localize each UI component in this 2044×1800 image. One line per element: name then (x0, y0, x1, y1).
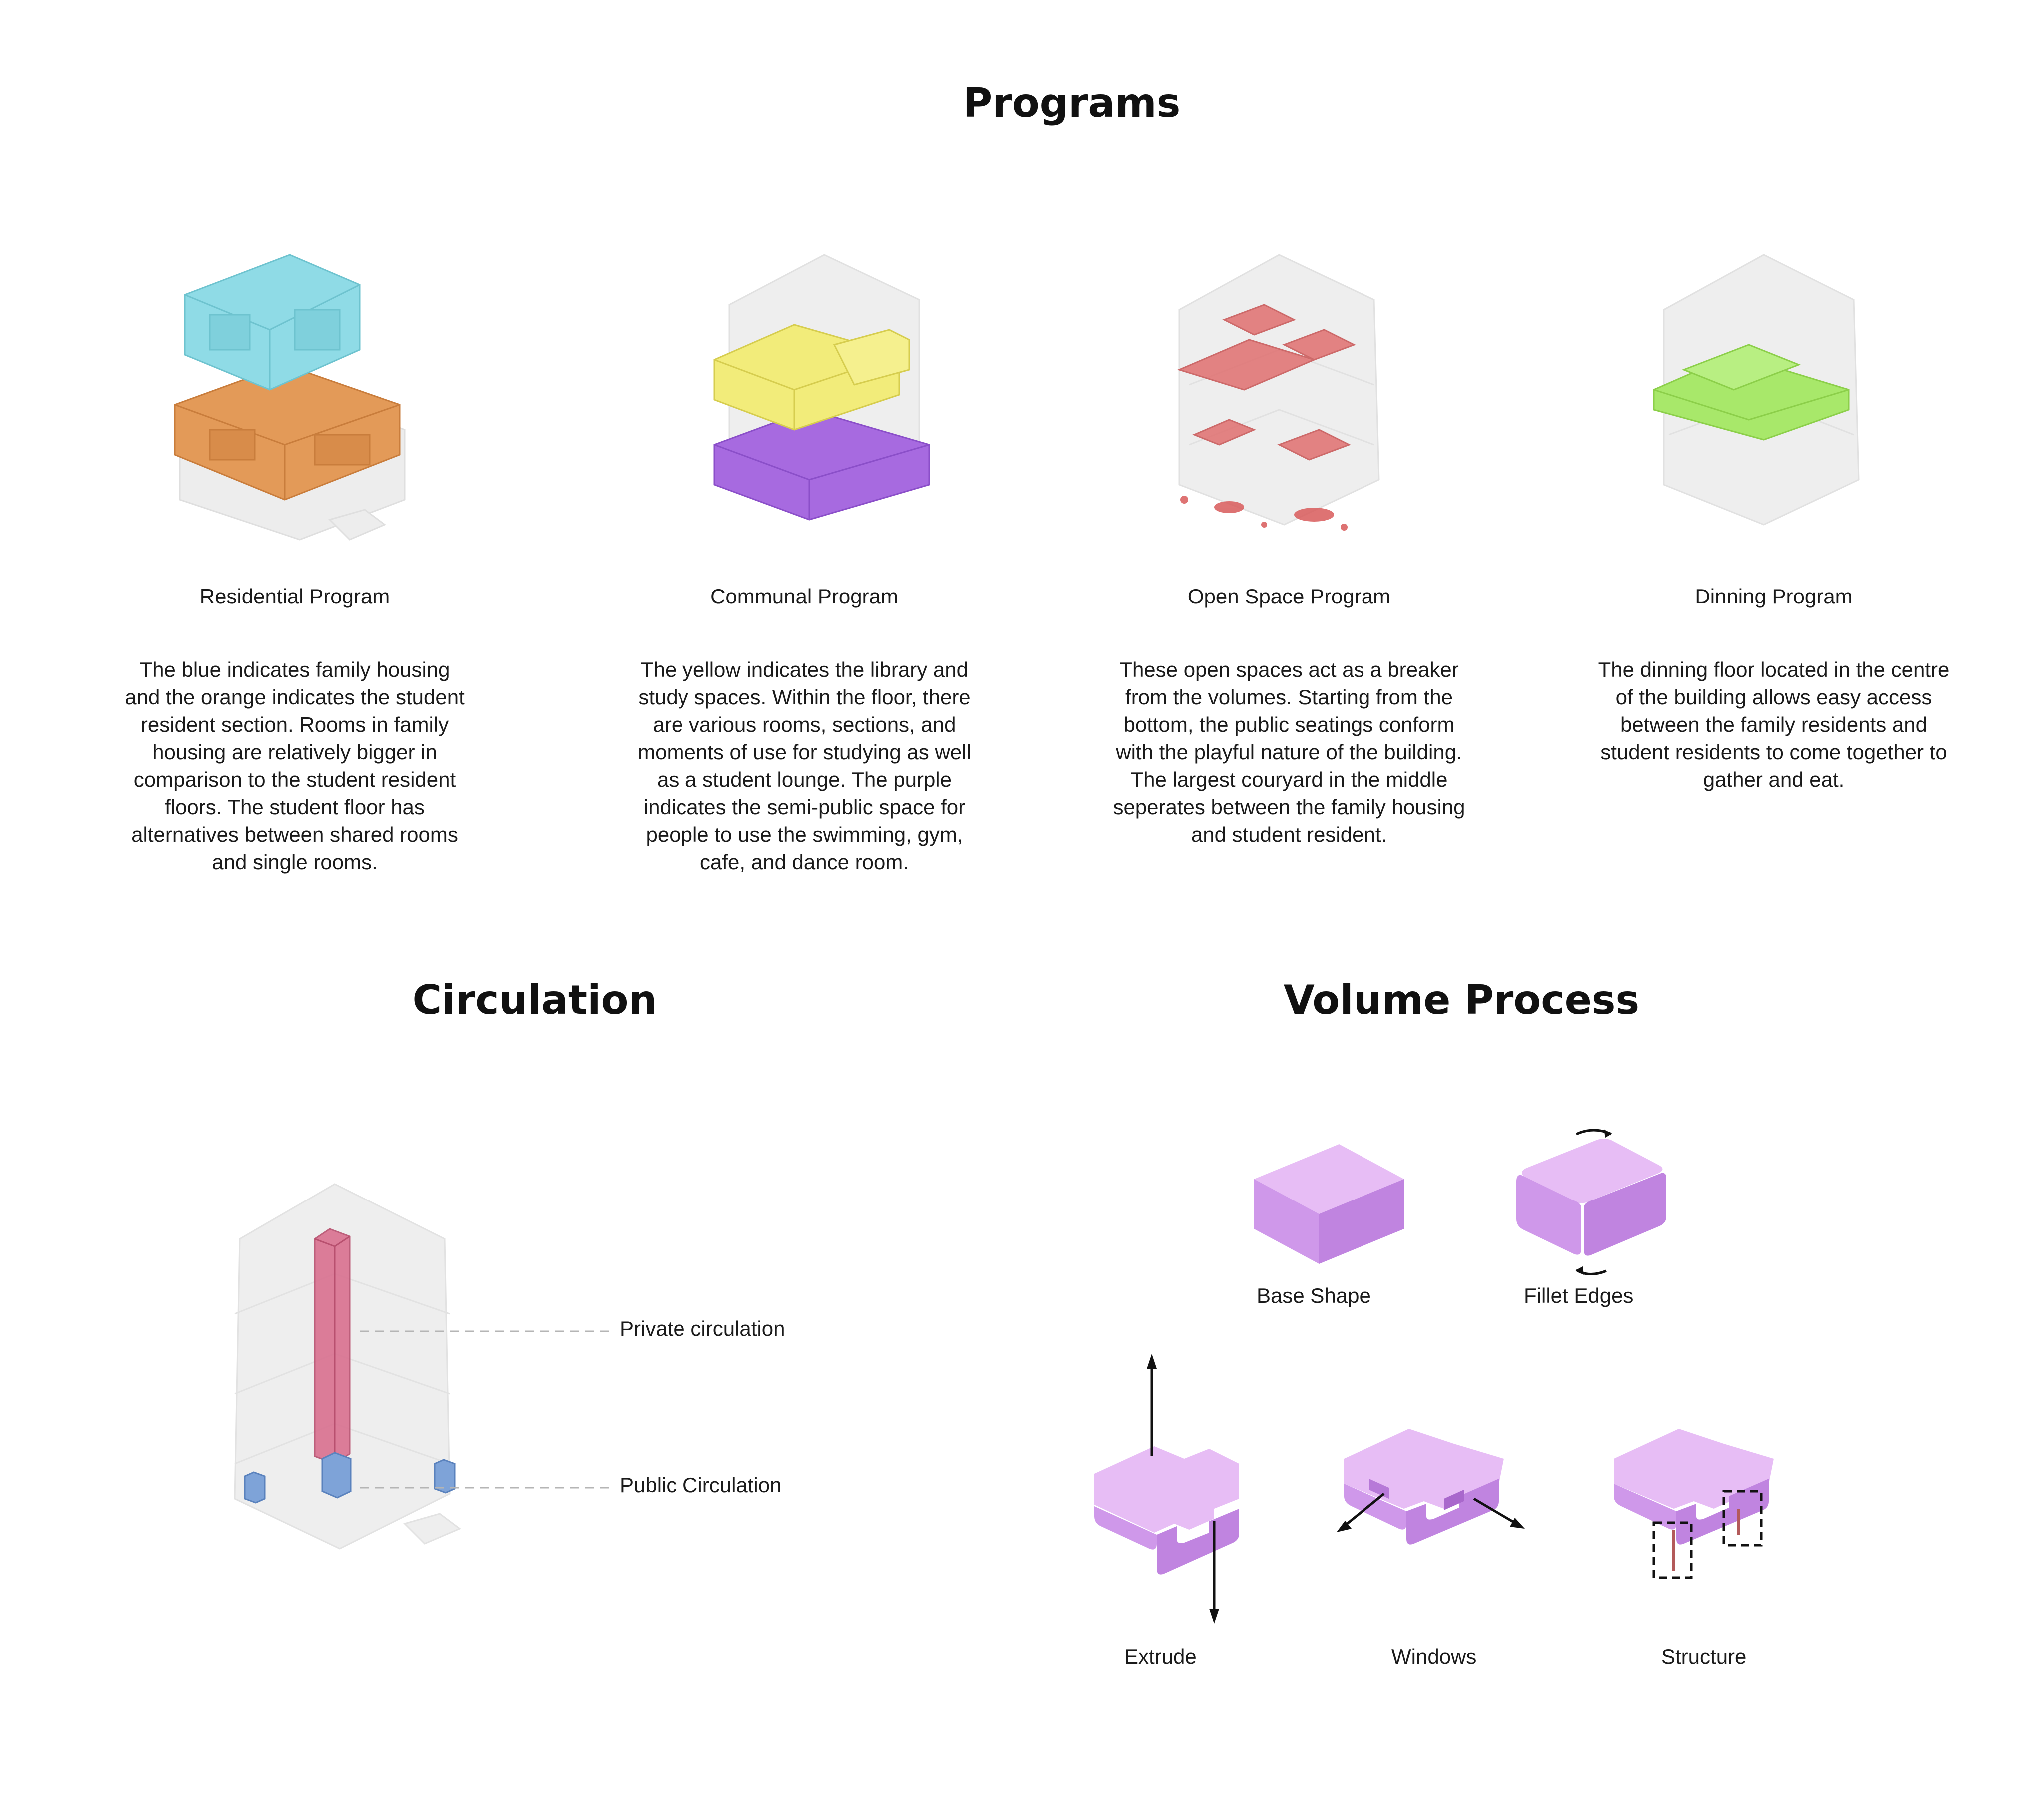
residential-program-label: Residential Program (199, 585, 390, 608)
communal-program-label: Communal Program (710, 585, 898, 608)
open-space-program-illustration (1177, 254, 1380, 531)
extrude-label: Extrude (1124, 1645, 1197, 1668)
base-shape-illustration (1254, 1144, 1404, 1264)
circulation-illustration (234, 1183, 461, 1550)
circulation-title: Circulation (412, 977, 657, 1023)
public-circulation-label: Public Circulation (620, 1473, 782, 1497)
structure-label: Structure (1661, 1645, 1747, 1668)
dinning-program-illustration (1653, 254, 1860, 526)
residential-program-illustration (174, 254, 406, 541)
dinning-program-description: The dinning floor located in the centre … (1598, 658, 1950, 791)
private-circulation-label: Private circulation (620, 1317, 785, 1340)
fillet-edges-label: Fillet Edges (1524, 1284, 1634, 1307)
base-shape-label: Base Shape (1257, 1284, 1371, 1307)
open-space-program-label: Open Space Program (1187, 585, 1391, 608)
communal-program-illustration (713, 254, 930, 521)
open-space-program-description: These open spaces act as a breaker from … (1113, 658, 1465, 846)
dinning-program-label: Dinning Program (1695, 585, 1853, 608)
residential-program-description: The blue indicates family housing and th… (125, 658, 465, 874)
structure-illustration (1614, 1429, 1774, 1579)
programs-title: Programs (963, 80, 1181, 126)
public-circulation-cores (244, 1452, 456, 1504)
fillet-edges-illustration (1516, 1129, 1666, 1276)
volume-process-title: Volume Process (1283, 977, 1640, 1023)
windows-label: Windows (1391, 1645, 1477, 1668)
windows-illustration (1337, 1429, 1525, 1545)
communal-program-description: The yellow indicates the library and stu… (638, 658, 971, 874)
extrude-illustration (1094, 1354, 1239, 1624)
private-circulation-core (314, 1228, 351, 1465)
